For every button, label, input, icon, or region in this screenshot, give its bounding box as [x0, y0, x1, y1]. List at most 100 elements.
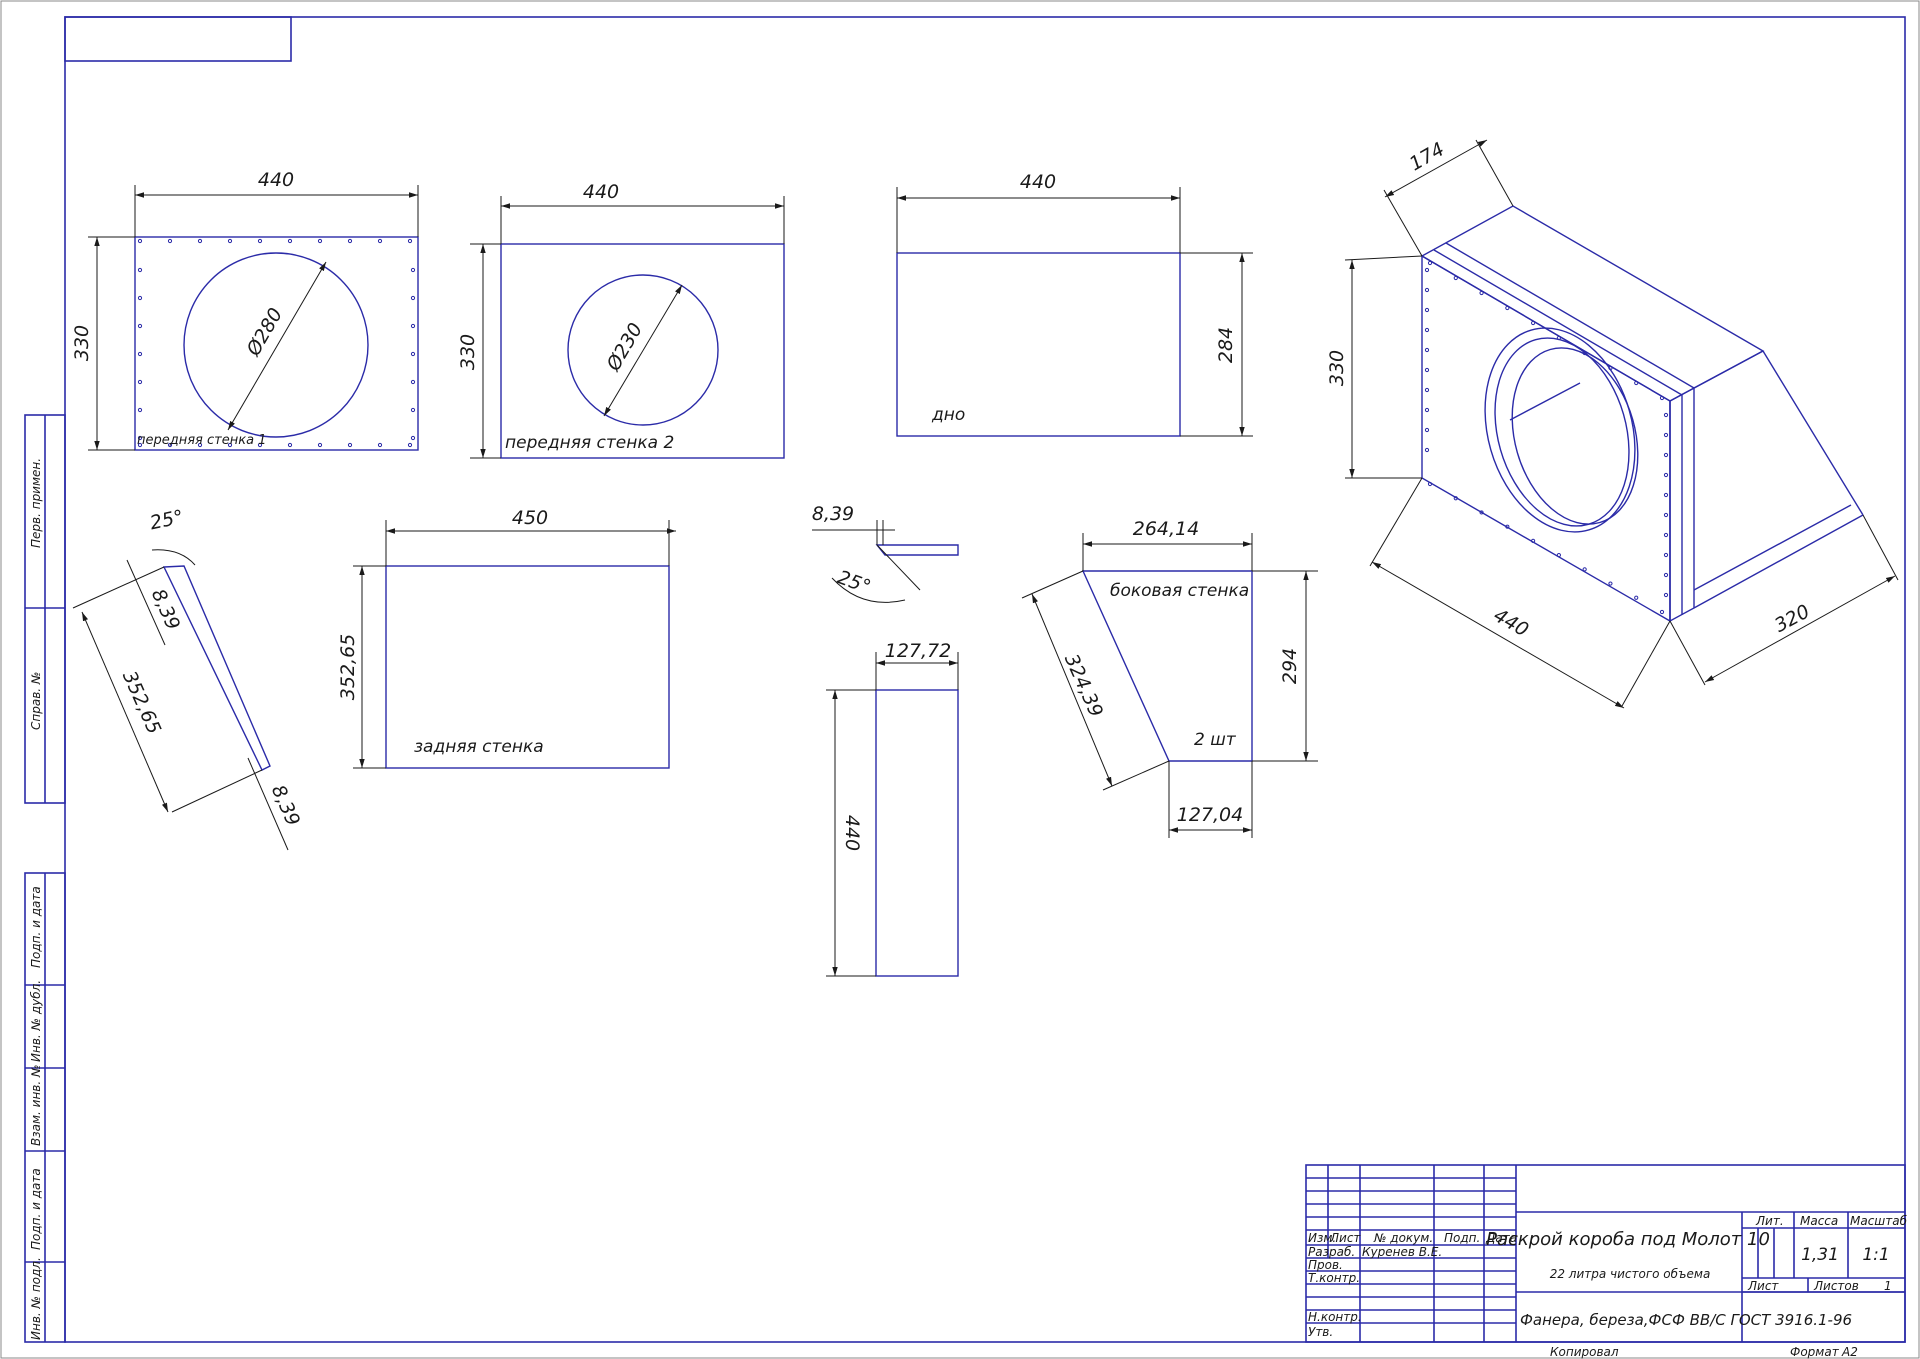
tb-scale-label: Масштаб	[1850, 1214, 1908, 1228]
screw-hole	[1479, 290, 1484, 296]
tb-material: Фанера, береза,ФСФ ВВ/С ГОСТ 3916.1-96	[1520, 1311, 1852, 1329]
screw-hole	[1663, 472, 1669, 478]
tb-sheet-label: Лист	[1747, 1279, 1779, 1293]
tb-row-tkontr: Т.контр.	[1308, 1271, 1360, 1285]
strip-label-podp1: Подп. и дата	[29, 886, 43, 968]
screw-hole	[287, 238, 293, 244]
screw-hole	[1556, 335, 1561, 341]
iso-depth-bottom-dim: 320	[1771, 600, 1813, 636]
narrow-strip: 127,72 440	[826, 640, 959, 977]
tb-header-podp: Подп.	[1444, 1231, 1480, 1245]
tb-mass-label: Масса	[1800, 1214, 1838, 1228]
strip-label-sprav: Справ. №	[29, 672, 43, 730]
bottom-label: дно	[931, 405, 965, 425]
screw-hole	[1663, 592, 1669, 598]
screw-hole	[167, 238, 173, 244]
back-label: задняя стенка	[414, 737, 544, 757]
screw-hole	[1663, 412, 1669, 418]
screw-hole	[137, 295, 143, 301]
screw-hole	[197, 442, 203, 448]
screw-hole	[137, 267, 143, 273]
screw-hole	[1424, 427, 1430, 433]
tb-format-label: Формат	[1790, 1345, 1840, 1359]
tb-header-izm: Изм.	[1308, 1231, 1336, 1245]
screw-hole	[1608, 365, 1613, 371]
tb-lit-label: Лит.	[1755, 1214, 1784, 1228]
tb-scale: 1:1	[1862, 1245, 1889, 1265]
front2-diameter-dim: Ø230	[602, 319, 647, 375]
screw-hole	[137, 407, 143, 413]
screw-hole	[1505, 524, 1510, 529]
tb-header-list: Лист	[1329, 1231, 1361, 1245]
screw-hole	[1479, 510, 1484, 515]
tb-mass: 1,31	[1801, 1245, 1839, 1265]
angled-length-dim: 352,65	[118, 668, 165, 738]
screw-hole	[317, 442, 323, 448]
screw-hole	[257, 238, 263, 244]
screw-hole	[1424, 267, 1430, 273]
screw-hole	[1453, 496, 1458, 501]
screw-hole	[137, 442, 143, 448]
strip-label-perv: Перв. примен.	[29, 458, 43, 548]
iso-length-dim: 440	[1490, 604, 1532, 641]
tb-sheets-count: 1	[1884, 1279, 1892, 1293]
strip-width-dim: 127,72	[885, 640, 951, 662]
side-top-dim: 264,14	[1133, 518, 1199, 540]
screw-hole	[1427, 260, 1433, 266]
side-label: боковая стенка	[1110, 581, 1249, 601]
screw-hole	[1453, 275, 1458, 281]
screw-hole	[1424, 367, 1430, 373]
screw-hole	[1663, 452, 1669, 458]
screw-hole	[137, 435, 143, 441]
screw-hole	[410, 351, 416, 357]
screw-hole	[1663, 552, 1669, 558]
screw-hole	[347, 442, 353, 448]
screw-hole	[1659, 395, 1665, 401]
side-qty: 2 шт	[1194, 730, 1237, 750]
angled-panel: 352,65 8,39 8,39 25°	[72, 506, 304, 851]
tb-row-nkontr: Н.контр.	[1308, 1310, 1362, 1324]
iso-depth-top-dim: 174	[1406, 138, 1448, 175]
bottom-panel: 440 284 дно	[896, 171, 1253, 437]
strip-label-podp2: Подп. и дата	[29, 1168, 43, 1250]
tb-subtitle: 22 литра чистого объема	[1550, 1267, 1711, 1281]
angled-top-thickness-dim: 8,39	[147, 586, 184, 634]
strip-height-dim: 440	[841, 815, 863, 851]
screw-hole	[1582, 567, 1587, 572]
screw-hole	[1424, 327, 1430, 333]
screw-hole	[1556, 553, 1561, 558]
front1-width-dim: 440	[258, 169, 294, 191]
tb-format: А2	[1841, 1345, 1858, 1359]
screw-hole	[1634, 595, 1639, 600]
screw-hole	[1531, 320, 1536, 326]
screw-hole	[137, 379, 143, 385]
screw-hole	[257, 442, 263, 448]
screw-hole	[1531, 538, 1536, 543]
tb-header-data: Дата	[1485, 1231, 1517, 1245]
screw-hole	[317, 238, 323, 244]
tb-row-prov: Пров.	[1308, 1258, 1343, 1272]
screw-hole	[410, 379, 416, 385]
front1-height-dim: 330	[71, 325, 93, 361]
screw-hole	[407, 442, 413, 448]
title-block: Изм. Лист № докум. Подп. Дата Разраб. Ку…	[1305, 1164, 1908, 1359]
tb-copied: Копировал	[1550, 1345, 1619, 1359]
back-wall: 450 352,65 задняя стенка	[337, 507, 676, 769]
front1-diameter-dim: Ø280	[242, 304, 287, 360]
screw-hole	[1634, 380, 1639, 386]
back-height-dim: 352,65	[337, 634, 359, 700]
tb-sheets-label: Листов	[1813, 1279, 1859, 1293]
screw-hole	[1424, 347, 1430, 353]
screw-hole	[1424, 447, 1430, 453]
screw-hole	[197, 238, 203, 244]
side-slant-dim: 324,39	[1060, 651, 1107, 721]
bevel-detail: 8,39 25°	[812, 503, 959, 603]
screw-hole	[137, 238, 143, 244]
side-height-dim: 294	[1279, 648, 1301, 684]
screw-hole	[1663, 432, 1669, 438]
screw-hole	[1663, 572, 1669, 578]
bottom-width-dim: 440	[1020, 171, 1056, 193]
screw-hole	[1427, 481, 1433, 487]
tb-header-doc: № докум.	[1373, 1231, 1433, 1245]
